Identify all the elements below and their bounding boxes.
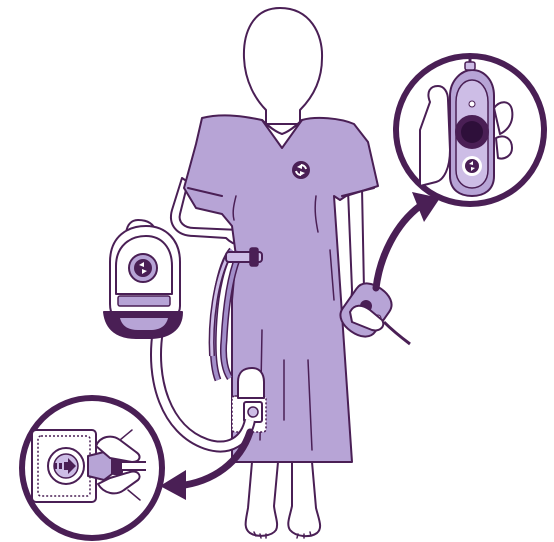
callout-arrow-remote <box>376 192 440 288</box>
gown-logo-icon <box>292 161 310 179</box>
remote-logo-icon <box>462 156 482 176</box>
pump-logo-icon <box>129 254 157 282</box>
remote-in-hand <box>335 277 410 344</box>
patient-head <box>244 8 322 124</box>
remote-zoom-callout <box>396 56 544 204</box>
pump-device <box>104 220 182 338</box>
patient-legs <box>246 462 320 538</box>
connector-zoom-callout <box>22 398 162 538</box>
hospital-gown <box>184 115 378 462</box>
